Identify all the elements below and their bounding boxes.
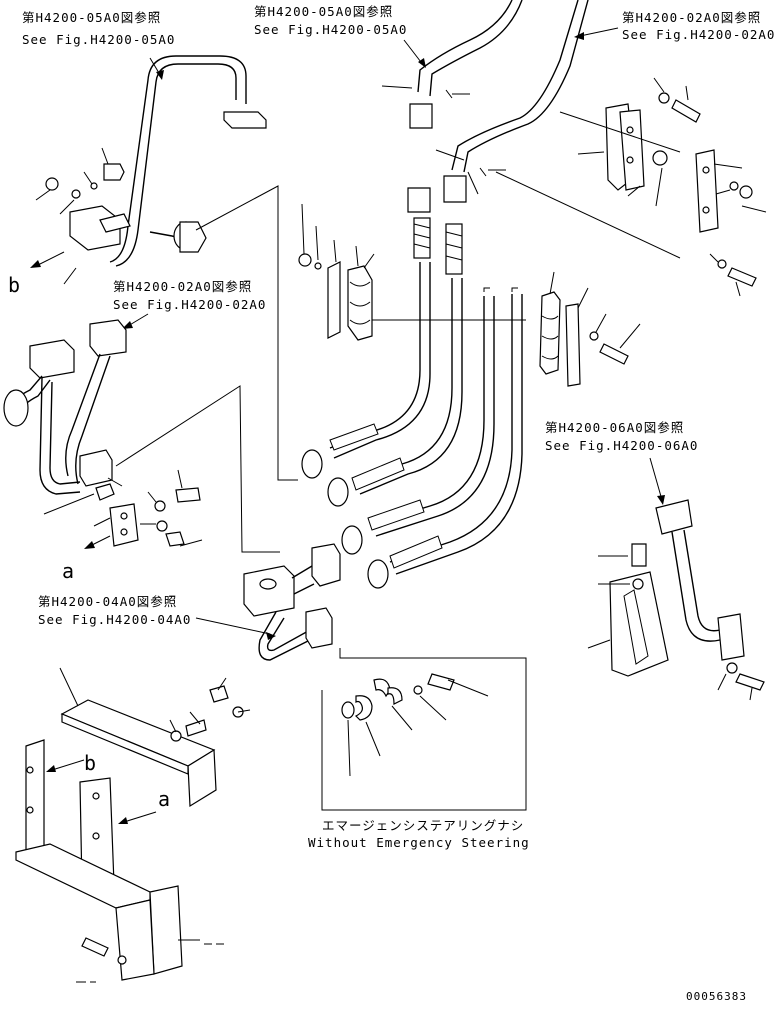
leader-line-1 xyxy=(195,185,298,481)
ref-mid-right-jp: 第H4200-06A0図参照 xyxy=(545,420,684,435)
ref-top-right-jp: 第H4200-02A0図参照 xyxy=(622,10,761,25)
reference-arrows xyxy=(122,27,665,640)
lower-right-pipe xyxy=(587,499,765,701)
ref-top-right-en: See Fig.H4200-02A0 xyxy=(622,27,775,42)
view-letter-a-bottom: a xyxy=(158,787,170,811)
inset-box xyxy=(321,648,527,811)
ref-top-left-jp: 第H4200-05A0図参照 xyxy=(22,10,161,25)
view-letter-a-mid: a xyxy=(62,559,74,583)
ref-mid-left: 第H4200-02A0図参照 See Fig.H4200-02A0 xyxy=(113,279,266,312)
leader-line-2 xyxy=(115,385,280,553)
inset-caption-jp: エマージェンシステアリングナシ xyxy=(322,818,524,833)
upper-right-bracket xyxy=(495,77,767,297)
view-arrows xyxy=(30,251,157,824)
long-hoses xyxy=(301,262,523,589)
ref-top-center: 第H4200-05A0図参照 See Fig.H4200-05A0 xyxy=(254,4,407,37)
ref-top-right: 第H4200-02A0図参照 See Fig.H4200-02A0 xyxy=(622,10,775,42)
upper-center-pipes xyxy=(381,0,589,275)
ref-mid-left-en: See Fig.H4200-02A0 xyxy=(113,297,266,312)
drawing-number: 00056383 xyxy=(686,990,747,1003)
ref-top-center-jp: 第H4200-05A0図参照 xyxy=(254,4,393,19)
view-letter-b-top: b xyxy=(8,273,20,297)
ref-mid-right-en: See Fig.H4200-06A0 xyxy=(545,438,698,453)
ref-top-left-en: See Fig.H4200-05A0 xyxy=(22,32,175,47)
inset-caption-en: Without Emergency Steering xyxy=(308,835,530,850)
ref-bottom-left-jp: 第H4200-04A0図参照 xyxy=(38,594,177,609)
ref-bottom-left-en: See Fig.H4200-04A0 xyxy=(38,612,191,627)
ref-mid-left-jp: 第H4200-02A0図参照 xyxy=(113,279,252,294)
lower-left-frame xyxy=(15,667,251,983)
lower-center-pipe xyxy=(243,543,341,661)
view-letter-b-bottom: b xyxy=(84,751,96,775)
upper-left-bracket xyxy=(35,147,131,285)
hose-clamps-center xyxy=(298,203,641,387)
ref-top-left: 第H4200-05A0図参照 See Fig.H4200-05A0 xyxy=(22,10,175,47)
ref-bottom-left: 第H4200-04A0図参照 See Fig.H4200-04A0 xyxy=(38,594,191,627)
ref-mid-right: 第H4200-06A0図参照 See Fig.H4200-06A0 xyxy=(545,420,698,453)
ref-top-center-en: See Fig.H4200-05A0 xyxy=(254,22,407,37)
middle-left-pipe xyxy=(3,319,203,547)
upper-left-pipe xyxy=(109,55,267,267)
